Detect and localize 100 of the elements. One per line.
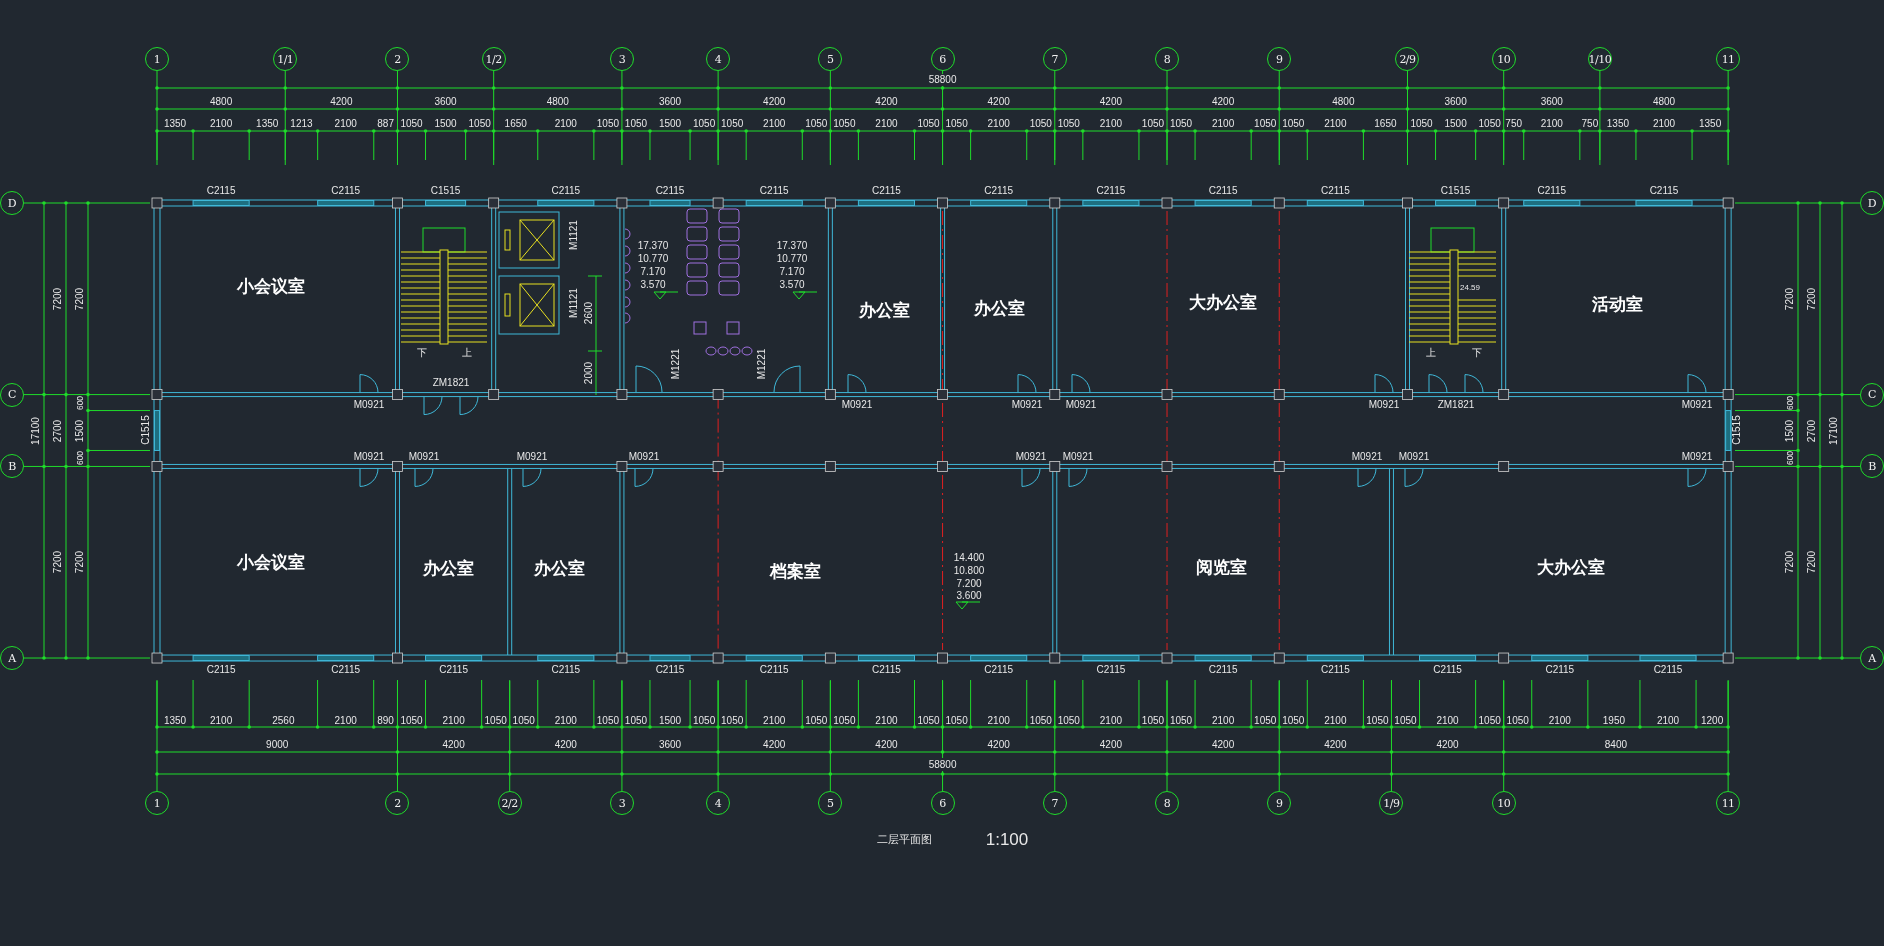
dimension-text: 4200: [1324, 740, 1347, 750]
stair-text: 上: [462, 348, 472, 358]
dimension-text: 2100: [1212, 119, 1235, 129]
dimension-text: 750: [1581, 119, 1599, 129]
window-code: C2115: [331, 186, 361, 196]
dimension-text: 1050: [1282, 716, 1305, 726]
dimension-text: 2100: [210, 716, 233, 726]
dimension-text: 887: [377, 119, 394, 129]
room-name: 阅览室: [1195, 558, 1247, 576]
door-code: M0921: [516, 452, 548, 462]
dimension-text: 4200: [1099, 740, 1122, 750]
dimension-text: 3600: [658, 740, 682, 750]
dimension-text: 1050: [945, 716, 968, 726]
elevation-text: 10.770: [637, 254, 669, 264]
door-code: M0921: [1062, 452, 1094, 462]
stair-text: 上: [1426, 348, 1436, 358]
dimension-text: 1050: [484, 716, 507, 726]
dimension-text: 1500: [658, 119, 682, 129]
dimension-text: 1650: [1374, 119, 1397, 129]
dimension-text: 2560: [272, 716, 295, 726]
dimension-text: 4800: [546, 97, 569, 107]
dimension-text: 1050: [1366, 716, 1389, 726]
dimension-text: 2100: [875, 716, 898, 726]
dimension-text: 9000: [266, 740, 289, 750]
window-code: C1515: [141, 415, 151, 445]
dimension-text: 4200: [1212, 97, 1235, 107]
elevation-text: 17.370: [637, 241, 669, 251]
dimension-text: 4800: [210, 97, 233, 107]
dimension-text: 7200: [53, 551, 63, 574]
dimension-text: 2700: [53, 419, 63, 442]
dimension-text: 1050: [805, 716, 828, 726]
stair-text: 24.59: [1460, 284, 1480, 292]
dimension-text: 1050: [624, 716, 648, 726]
dimension-text: 4200: [875, 740, 898, 750]
dimension-text: 2600: [584, 301, 594, 325]
dimension-text: 2100: [1656, 716, 1680, 726]
dimension-text: 1200: [1700, 716, 1724, 726]
dimension-text: 1050: [512, 716, 535, 726]
door-code: M1121: [569, 288, 579, 318]
dimension-text: 1500: [434, 119, 457, 129]
dimension-text: 1213: [290, 119, 313, 129]
dimension-text: 1500: [658, 716, 682, 726]
dimension-text: 1050: [1169, 716, 1193, 726]
dimension-text: 1350: [1606, 119, 1630, 129]
dimension-text: 4200: [1099, 97, 1122, 107]
elevation-text: 3.570: [640, 280, 666, 290]
window-code: C1515: [430, 186, 461, 196]
elevation-text: 14.400: [953, 553, 985, 563]
dimension-text: 1050: [833, 716, 856, 726]
dimension-text: 4200: [763, 97, 786, 107]
window-code: C2115: [551, 665, 581, 675]
dimension-text: 1950: [1602, 716, 1626, 726]
dimension-text: 7200: [75, 551, 85, 574]
dimension-text: 1500: [75, 419, 85, 442]
dimension-text: 1050: [1169, 119, 1193, 129]
elevation-text: 7.170: [779, 267, 805, 277]
room-name: 小会议室: [237, 553, 305, 571]
room-name: 办公室: [973, 299, 1025, 317]
door-code: M0921: [1065, 400, 1097, 410]
window-code: C2115: [439, 665, 468, 675]
door-code: M1221: [757, 348, 767, 380]
dimension-text: 1500: [1785, 419, 1795, 442]
dimension-text: 1050: [692, 716, 716, 726]
dimension-text: 4200: [330, 97, 353, 107]
dimension-text: 4200: [987, 740, 1010, 750]
door-code: M0921: [1681, 400, 1713, 410]
dimension-text: 1050: [596, 716, 619, 726]
dimension-text: 2100: [1540, 119, 1563, 129]
dimension-text: 17100: [31, 416, 41, 445]
elevation-text: 17.370: [776, 241, 808, 251]
dimension-text: 750: [1505, 119, 1523, 129]
door-code: ZM1821: [1437, 400, 1475, 410]
dimension-text: 2100: [987, 119, 1010, 129]
dimension-text: 7200: [53, 287, 63, 310]
dimension-text: 1050: [400, 716, 423, 726]
dimension-text: 1050: [917, 716, 940, 726]
dimension-text: 2100: [763, 119, 786, 129]
dimension-text: 8400: [1604, 740, 1628, 750]
room-name: 活动室: [1591, 295, 1643, 313]
door-code: M0921: [1681, 452, 1713, 462]
dimension-text: 1050: [1394, 716, 1417, 726]
dimension-text: 4200: [1212, 740, 1235, 750]
window-code: C2115: [1537, 186, 1567, 196]
door-code: M0921: [1368, 400, 1400, 410]
dimension-text: 1500: [1444, 119, 1467, 129]
window-code: C2115: [206, 186, 236, 196]
dimension-text: 2700: [1807, 419, 1817, 442]
window-code: C2115: [206, 665, 236, 675]
dimension-text: 1050: [1282, 119, 1305, 129]
door-code: M0921: [1015, 452, 1047, 462]
stair-text: 下: [417, 348, 427, 358]
dimension-text: 4800: [1652, 97, 1676, 107]
dimension-text: 1350: [1698, 119, 1722, 129]
dimension-text: 1050: [468, 119, 491, 129]
dimension-text: 2100: [554, 716, 577, 726]
dimension-text: 3600: [434, 97, 457, 107]
window-code: C2115: [759, 665, 789, 675]
elevation-text: 3.570: [779, 280, 805, 290]
dimension-text: 1050: [721, 119, 744, 129]
room-name: 大办公室: [1537, 558, 1605, 576]
